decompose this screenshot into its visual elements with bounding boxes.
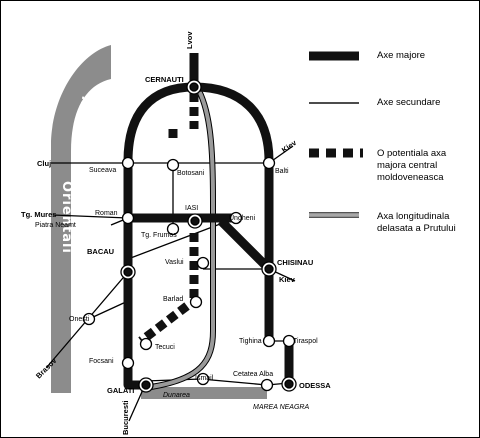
label-cetatea-alba: Cetatea Alba [233, 371, 273, 378]
node-tighina [262, 334, 276, 348]
node-focsani [121, 356, 135, 370]
label-odessa: ODESSA [299, 381, 331, 390]
label-onesti: Onesti [69, 316, 90, 323]
label-dir-kiev-north: Kiev [280, 138, 299, 155]
danube-band [141, 387, 267, 399]
node-tecuci [139, 337, 153, 351]
label-dir-cluj: Cluj [37, 159, 51, 168]
node-roman [121, 211, 135, 225]
label-botosani: Botosani [177, 170, 205, 177]
label-tighina: Tighina [239, 338, 262, 345]
node-tiraspol [282, 334, 296, 348]
node-tg-frumos [166, 222, 180, 236]
node-suceava [121, 156, 135, 170]
axis-iasi-chisinau [217, 217, 273, 273]
label-cernauti: CERNAUTI [145, 75, 184, 84]
label-focsani: Focsani [89, 358, 114, 365]
prut-axis-gray [150, 85, 215, 389]
node-onesti [82, 312, 96, 326]
label-ismail: Ismail [195, 375, 214, 382]
label-roman: Roman [95, 210, 118, 217]
axis-ismail-cetatea-alba [200, 378, 268, 386]
label-bacau: BACAU [87, 247, 114, 256]
node-botosani [166, 158, 180, 172]
label-ungheni: Ungheni [229, 215, 256, 222]
danube-label: Dunarea [163, 392, 190, 399]
node-ungheni [229, 211, 243, 225]
city-nodes [82, 79, 297, 393]
label-dir-tg-mures: Tg. Mures [21, 210, 56, 219]
node-vaslui [196, 256, 210, 270]
label-tecuci: Tecuci [155, 344, 175, 351]
label-tg-frumos: Tg. Frumos [141, 232, 177, 239]
node-cetatea-alba [260, 378, 274, 392]
carpathian-mountains [51, 45, 111, 393]
axis-eastern-arc [193, 82, 274, 341]
label-dir-kiev-south: Kiev [279, 275, 296, 284]
label-iasi: IASI [185, 205, 198, 212]
legend: Axe majore Axe secundare O potentiala ax… [309, 50, 456, 234]
node-ismail [196, 372, 210, 386]
legend-label-major: Axe majore [377, 50, 425, 61]
label-galati: GALATI [107, 386, 134, 395]
label-suceava: Suceava [89, 167, 116, 174]
legend-label-potential-1: O potentiala axa [377, 148, 447, 159]
potential-central-axis [138, 93, 199, 345]
label-balti: Balti [275, 168, 289, 175]
label-vaslui: Vaslui [165, 259, 184, 266]
label-barlad: Barlad [163, 296, 183, 303]
label-tiraspol: Tiraspol [293, 338, 318, 345]
legend-label-secondary: Axe secundare [377, 97, 440, 108]
legend-label-prut-1: Axa longitudinala [377, 211, 450, 222]
label-chisinau: CHISINAU [277, 258, 313, 267]
label-dir-bucuresti: Bucuresti [121, 400, 130, 435]
black-sea-label: MAREA NEAGRA [253, 404, 309, 411]
legend-label-potential-3: moldoveneasca [377, 172, 444, 183]
axis-bacau-ungheni [127, 217, 237, 260]
label-dir-lvov: Lvov [185, 31, 194, 49]
axis-onesti [90, 300, 129, 319]
label-dir-piatra-neamt: Piatra Neamt [35, 222, 76, 229]
legend-label-potential-2: majora central [377, 160, 437, 171]
carpathians-label-lower: Orientali [59, 181, 74, 254]
legend-label-prut-2: delasata a Prutului [377, 223, 456, 234]
node-barlad [189, 295, 203, 309]
node-balti [262, 156, 276, 170]
axis-tgmures-roman [52, 214, 129, 219]
